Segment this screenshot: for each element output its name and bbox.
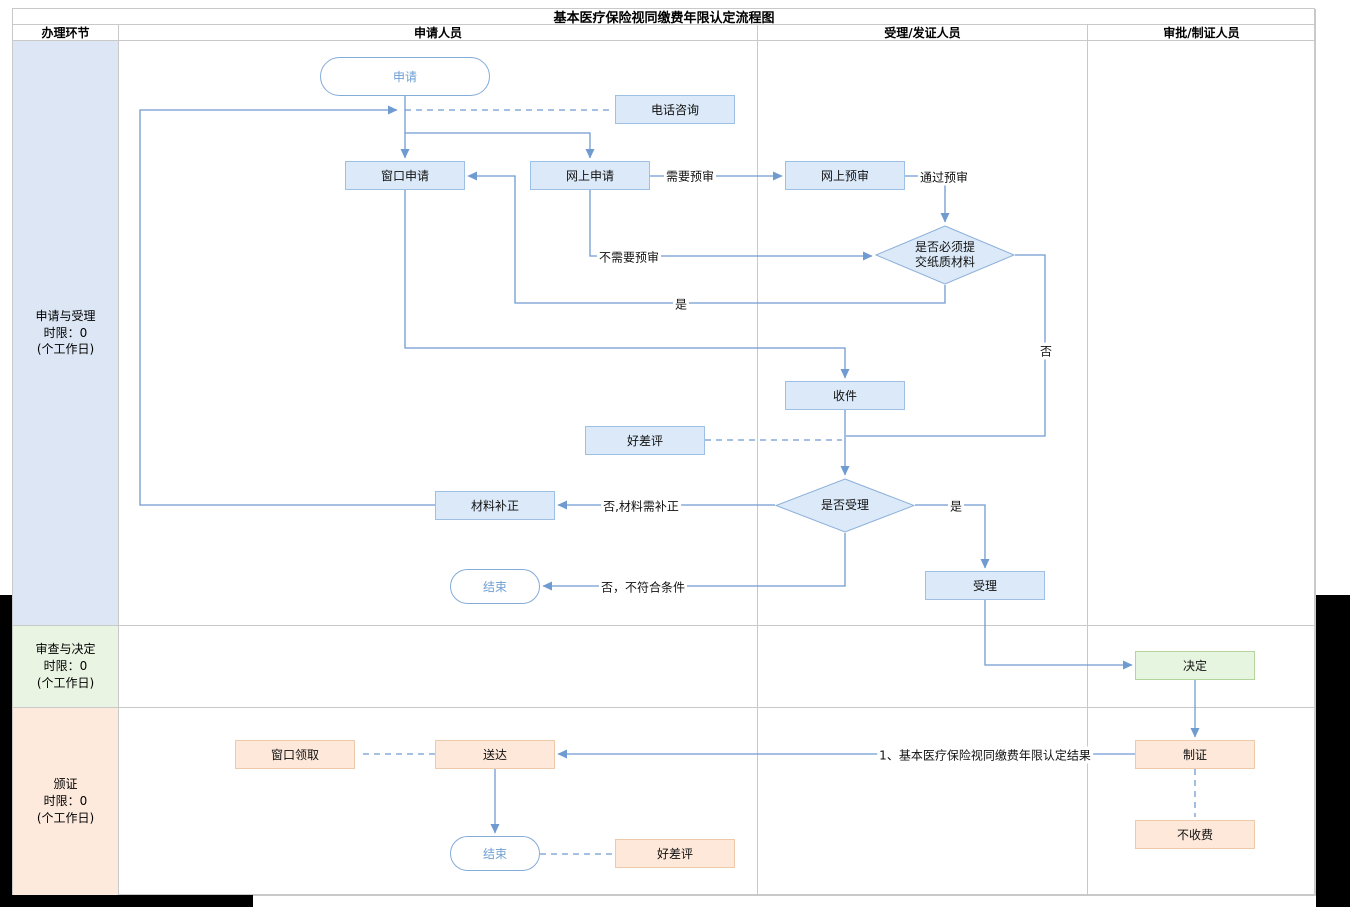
decision-accept: 是否受理 (775, 478, 915, 533)
edge-label-no-supplement: 否,材料需补正 (601, 497, 681, 515)
lane-label-apply-accept: 申请与受理 时限：0 (个工作日) (13, 41, 119, 626)
node-window-pickup: 窗口领取 (235, 740, 355, 769)
edge-supplement-feedback (139, 105, 435, 506)
lane-cell (119, 41, 758, 626)
lane-label-line: 审查与决定 (35, 642, 96, 657)
lane-label-line: 时限：0 (43, 325, 88, 340)
column-header-acceptor: 受理/发证人员 (758, 25, 1088, 41)
lane-cell (1088, 708, 1316, 896)
edge-label-pass-preview: 通过预审 (917, 168, 971, 186)
edge-acceptq-to-accept (915, 504, 990, 569)
node-end-1: 结束 (450, 569, 540, 604)
lane-cell (119, 626, 758, 708)
lane-cell (758, 626, 1088, 708)
edge-paper-yes-to-window (467, 171, 946, 304)
edge-online-no-preview (589, 190, 873, 261)
node-online-preview: 网上预审 (785, 161, 905, 190)
node-accept: 受理 (925, 571, 1045, 600)
node-apply-start: 申请 (320, 57, 490, 96)
node-window-apply: 窗口申请 (345, 161, 465, 190)
edge-accept-to-decide (984, 600, 1133, 670)
lane-label-line: 申请与受理 (35, 308, 96, 323)
column-header-approver: 审批/制证人员 (1088, 25, 1316, 41)
node-receive: 收件 (785, 381, 905, 410)
screen-edge-black-left (0, 595, 12, 907)
node-phone-consult: 电话咨询 (615, 95, 735, 124)
edge-label-yes-accept: 是 (947, 497, 965, 515)
flowchart-table: 基本医疗保险视同缴费年限认定流程图 办理环节 申请人员 受理/发证人员 审批/制… (12, 8, 1316, 896)
diamond-shape (775, 478, 915, 533)
lane-label-line: 颁证 (53, 777, 78, 792)
lane-label-line: (个工作日) (36, 675, 95, 690)
lane-label-review-decide: 审查与决定 时限：0 (个工作日) (13, 626, 119, 708)
diamond-shape (875, 225, 1015, 285)
lane-cell (758, 708, 1088, 896)
decision-paper-label: 是否必须提交纸质材料 (914, 240, 975, 269)
lane-label-line: 时限：0 (43, 659, 88, 674)
node-supplement: 材料补正 (435, 491, 555, 520)
lane-label-line: (个工作日) (36, 342, 95, 357)
lane-cell (758, 41, 1088, 626)
node-certify: 制证 (1135, 740, 1255, 769)
node-end-2: 结束 (450, 836, 540, 871)
node-rating-2: 好差评 (615, 839, 735, 868)
edge-acceptq-to-end (542, 533, 846, 591)
node-deliver: 送达 (435, 740, 555, 769)
lane-label-line: (个工作日) (36, 810, 95, 825)
edge-label-no-paper: 否 (1037, 342, 1055, 360)
edge-label-no-need-preview: 不需要预审 (596, 248, 662, 266)
lane-cell (1088, 626, 1316, 708)
edge-label-yes-paper: 是 (672, 295, 690, 313)
column-header-applicant: 申请人员 (119, 25, 758, 41)
edge-label-result: 1、基本医疗保险视同缴费年限认定结果 (877, 746, 1093, 764)
lane-label-certify: 颁证 时限：0 (个工作日) (13, 708, 119, 896)
edge-apply-to-online (405, 132, 595, 159)
edge-label-no-reject: 否，不符合条件 (598, 578, 688, 596)
lane-label-line: 时限：0 (43, 794, 88, 809)
node-rating-1: 好差评 (585, 426, 705, 455)
decision-paper-required: 是否必须提交纸质材料 (875, 225, 1015, 285)
screen-edge-black-bottom-left (0, 895, 253, 907)
page-title: 基本医疗保险视同缴费年限认定流程图 (13, 9, 1316, 25)
node-online-apply: 网上申请 (530, 161, 650, 190)
edge-window-to-receive (404, 190, 850, 379)
decision-accept-label: 是否受理 (820, 498, 869, 512)
column-header-step: 办理环节 (13, 25, 119, 41)
lane-cell (119, 708, 758, 896)
edge-label-need-preview: 需要预审 (663, 167, 717, 185)
screen-edge-black-right (1316, 595, 1350, 907)
lane-cell (1088, 41, 1316, 626)
node-no-fee: 不收费 (1135, 820, 1255, 849)
node-decide: 决定 (1135, 651, 1255, 680)
